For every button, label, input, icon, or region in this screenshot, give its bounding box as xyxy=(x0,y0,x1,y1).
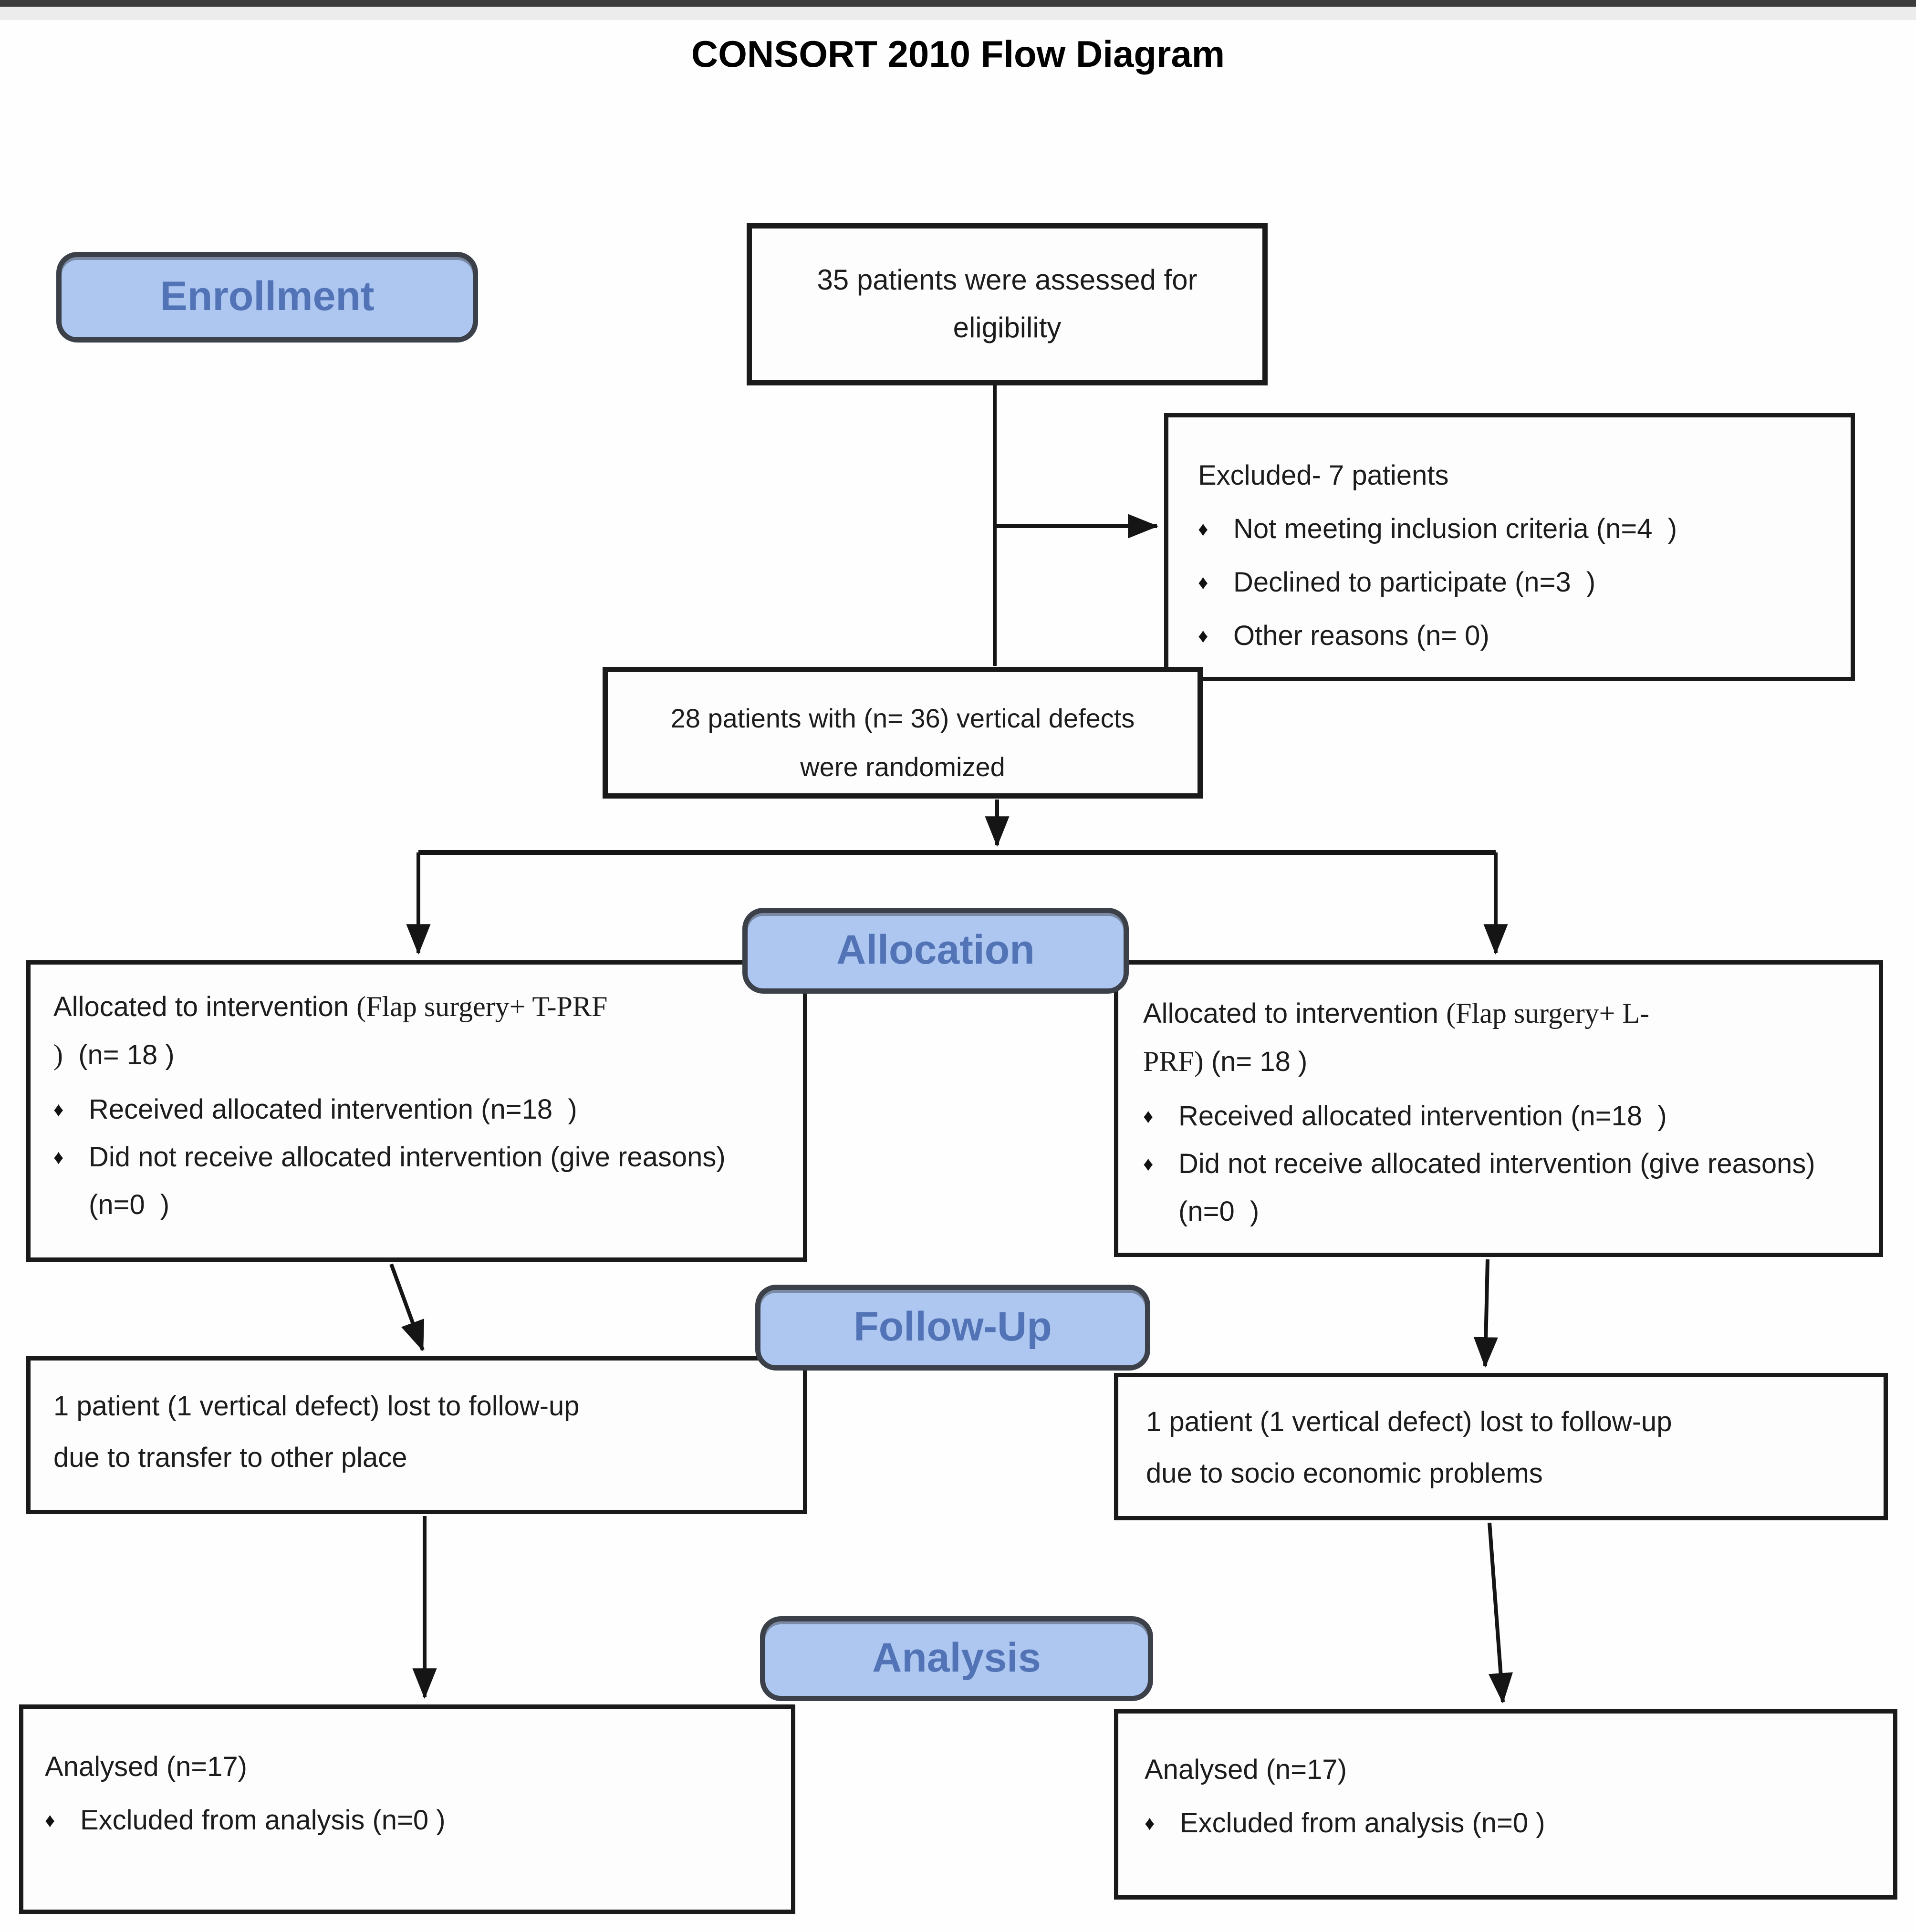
box-text-sans: Allocated to intervention xyxy=(1143,998,1447,1029)
stage-label-analysis: Analysis xyxy=(760,1616,1153,1701)
box-randomized: 28 patients with (n= 36) vertical defect… xyxy=(603,667,1203,799)
box-followup-right: 1 patient (1 vertical defect) lost to fo… xyxy=(1114,1373,1888,1520)
connector-followup-analysis-right-arrow xyxy=(1488,1522,1513,1704)
list-item: ♦ Other reasons (n= 0) xyxy=(1198,609,1832,663)
list-item-text: Excluded from analysis (n=0 ) xyxy=(80,1805,446,1836)
box-text-sans: (n= 18 ) xyxy=(62,1039,175,1070)
box-text-line: PRF) (n= 18 ) xyxy=(1143,1038,1864,1086)
list-item: ♦ Received allocated intervention (n=18 … xyxy=(53,1086,786,1133)
list-item-text: Did not receive allocated intervention (… xyxy=(89,1142,733,1220)
stage-label-text: Enrollment xyxy=(160,273,375,319)
list-item: ♦ Not meeting inclusion criteria (n=4 ) xyxy=(1198,502,1832,556)
list-item: ♦ Excluded from analysis (n=0 ) xyxy=(1145,1797,1879,1850)
list-item-text: Received allocated intervention (n=18 ) xyxy=(1178,1101,1667,1132)
box-allocation-lprf: Allocated to intervention (Flap surgery+… xyxy=(1114,960,1883,1257)
box-text-line: Allocated to intervention (Flap surgery+… xyxy=(53,983,786,1031)
box-text-line: were randomized xyxy=(800,752,1005,782)
box-heading: Excluded- 7 patients xyxy=(1198,460,1449,491)
box-text-sans: (n= 18 ) xyxy=(1203,1046,1308,1077)
box-followup-left: 1 patient (1 vertical defect) lost to fo… xyxy=(26,1356,807,1514)
box-text-line: Analysed (n=17) xyxy=(45,1751,247,1782)
box-text-serif: PRF) xyxy=(1143,1046,1204,1077)
stage-label-text: Analysis xyxy=(872,1635,1041,1681)
box-assessed-eligibility: 35 patients were assessed for eligibilit… xyxy=(747,223,1268,385)
diamond-bullet-icon: ♦ xyxy=(53,1146,64,1168)
box-text-line: 35 patients were assessed for xyxy=(817,264,1198,296)
stage-label-allocation: Allocation xyxy=(742,908,1129,994)
box-text-line: due to transfer to other place xyxy=(53,1442,407,1473)
list-item: ♦ Excluded from analysis (n=0 ) xyxy=(45,1794,777,1847)
box-text-line: Allocated to intervention (Flap surgery+… xyxy=(1143,989,1864,1038)
box-analysed-right: Analysed (n=17) ♦ Excluded from analysis… xyxy=(1114,1709,1897,1900)
box-text-sans: Allocated to intervention xyxy=(53,991,357,1022)
diamond-bullet-icon: ♦ xyxy=(45,1809,55,1831)
diamond-bullet-icon: ♦ xyxy=(1143,1153,1154,1175)
box-allocation-tprf: Allocated to intervention (Flap surgery+… xyxy=(26,960,807,1262)
list-item: ♦ Declined to participate (n=3 ) xyxy=(1198,556,1832,609)
diamond-bullet-icon: ♦ xyxy=(1143,1105,1154,1127)
box-text-line: eligibility xyxy=(953,312,1062,343)
list-item-text: Excluded from analysis (n=0 ) xyxy=(1180,1807,1545,1839)
diamond-bullet-icon: ♦ xyxy=(1145,1812,1155,1834)
diamond-bullet-icon: ♦ xyxy=(1198,571,1208,593)
list-item-text: Received allocated intervention (n=18 ) xyxy=(89,1094,577,1125)
list-item-text: Did not receive allocated intervention (… xyxy=(1178,1148,1823,1227)
box-text-line: 1 patient (1 vertical defect) lost to fo… xyxy=(53,1391,580,1422)
box-text-line: ) (n= 18 ) xyxy=(53,1031,786,1079)
box-text-line: Analysed (n=17) xyxy=(1145,1754,1347,1785)
box-text-line: due to socio economic problems xyxy=(1146,1458,1543,1489)
stage-label-enrollment: Enrollment xyxy=(56,252,478,343)
stage-label-text: Follow-Up xyxy=(854,1304,1052,1350)
stage-label-followup: Follow-Up xyxy=(755,1285,1150,1371)
diamond-bullet-icon: ♦ xyxy=(1198,518,1208,540)
list-item: ♦ Did not receive allocated intervention… xyxy=(53,1133,786,1229)
box-text-serif: (Flap surgery+ L- xyxy=(1446,997,1650,1029)
box-text-serif: ) xyxy=(53,1039,63,1070)
box-text-line: 1 patient (1 vertical defect) lost to fo… xyxy=(1146,1406,1672,1437)
stage-label-text: Allocation xyxy=(836,927,1035,973)
page-title: CONSORT 2010 Flow Diagram xyxy=(691,33,1225,75)
diamond-bullet-icon: ♦ xyxy=(53,1098,64,1121)
scan-top-bar xyxy=(0,0,1916,7)
connector-alloc-followup-right-arrow xyxy=(1473,1259,1498,1368)
list-item-text: Declined to participate (n=3 ) xyxy=(1233,567,1596,598)
box-text-serif: (Flap surgery+ T-PRF xyxy=(356,991,608,1022)
connector-alloc-followup-left-arrow xyxy=(389,1263,425,1352)
scan-top-band xyxy=(0,7,1916,20)
list-item: ♦ Received allocated intervention (n=18 … xyxy=(1143,1092,1864,1140)
box-text-line: 28 patients with (n= 36) vertical defect… xyxy=(670,703,1135,733)
box-analysed-left: Analysed (n=17) ♦ Excluded from analysis… xyxy=(19,1704,795,1914)
diamond-bullet-icon: ♦ xyxy=(1198,624,1208,647)
list-item-text: Not meeting inclusion criteria (n=4 ) xyxy=(1233,513,1677,544)
list-item: ♦ Did not receive allocated intervention… xyxy=(1143,1140,1864,1236)
list-item-text: Other reasons (n= 0) xyxy=(1233,620,1489,651)
box-excluded: Excluded- 7 patients ♦ Not meeting inclu… xyxy=(1164,413,1855,681)
